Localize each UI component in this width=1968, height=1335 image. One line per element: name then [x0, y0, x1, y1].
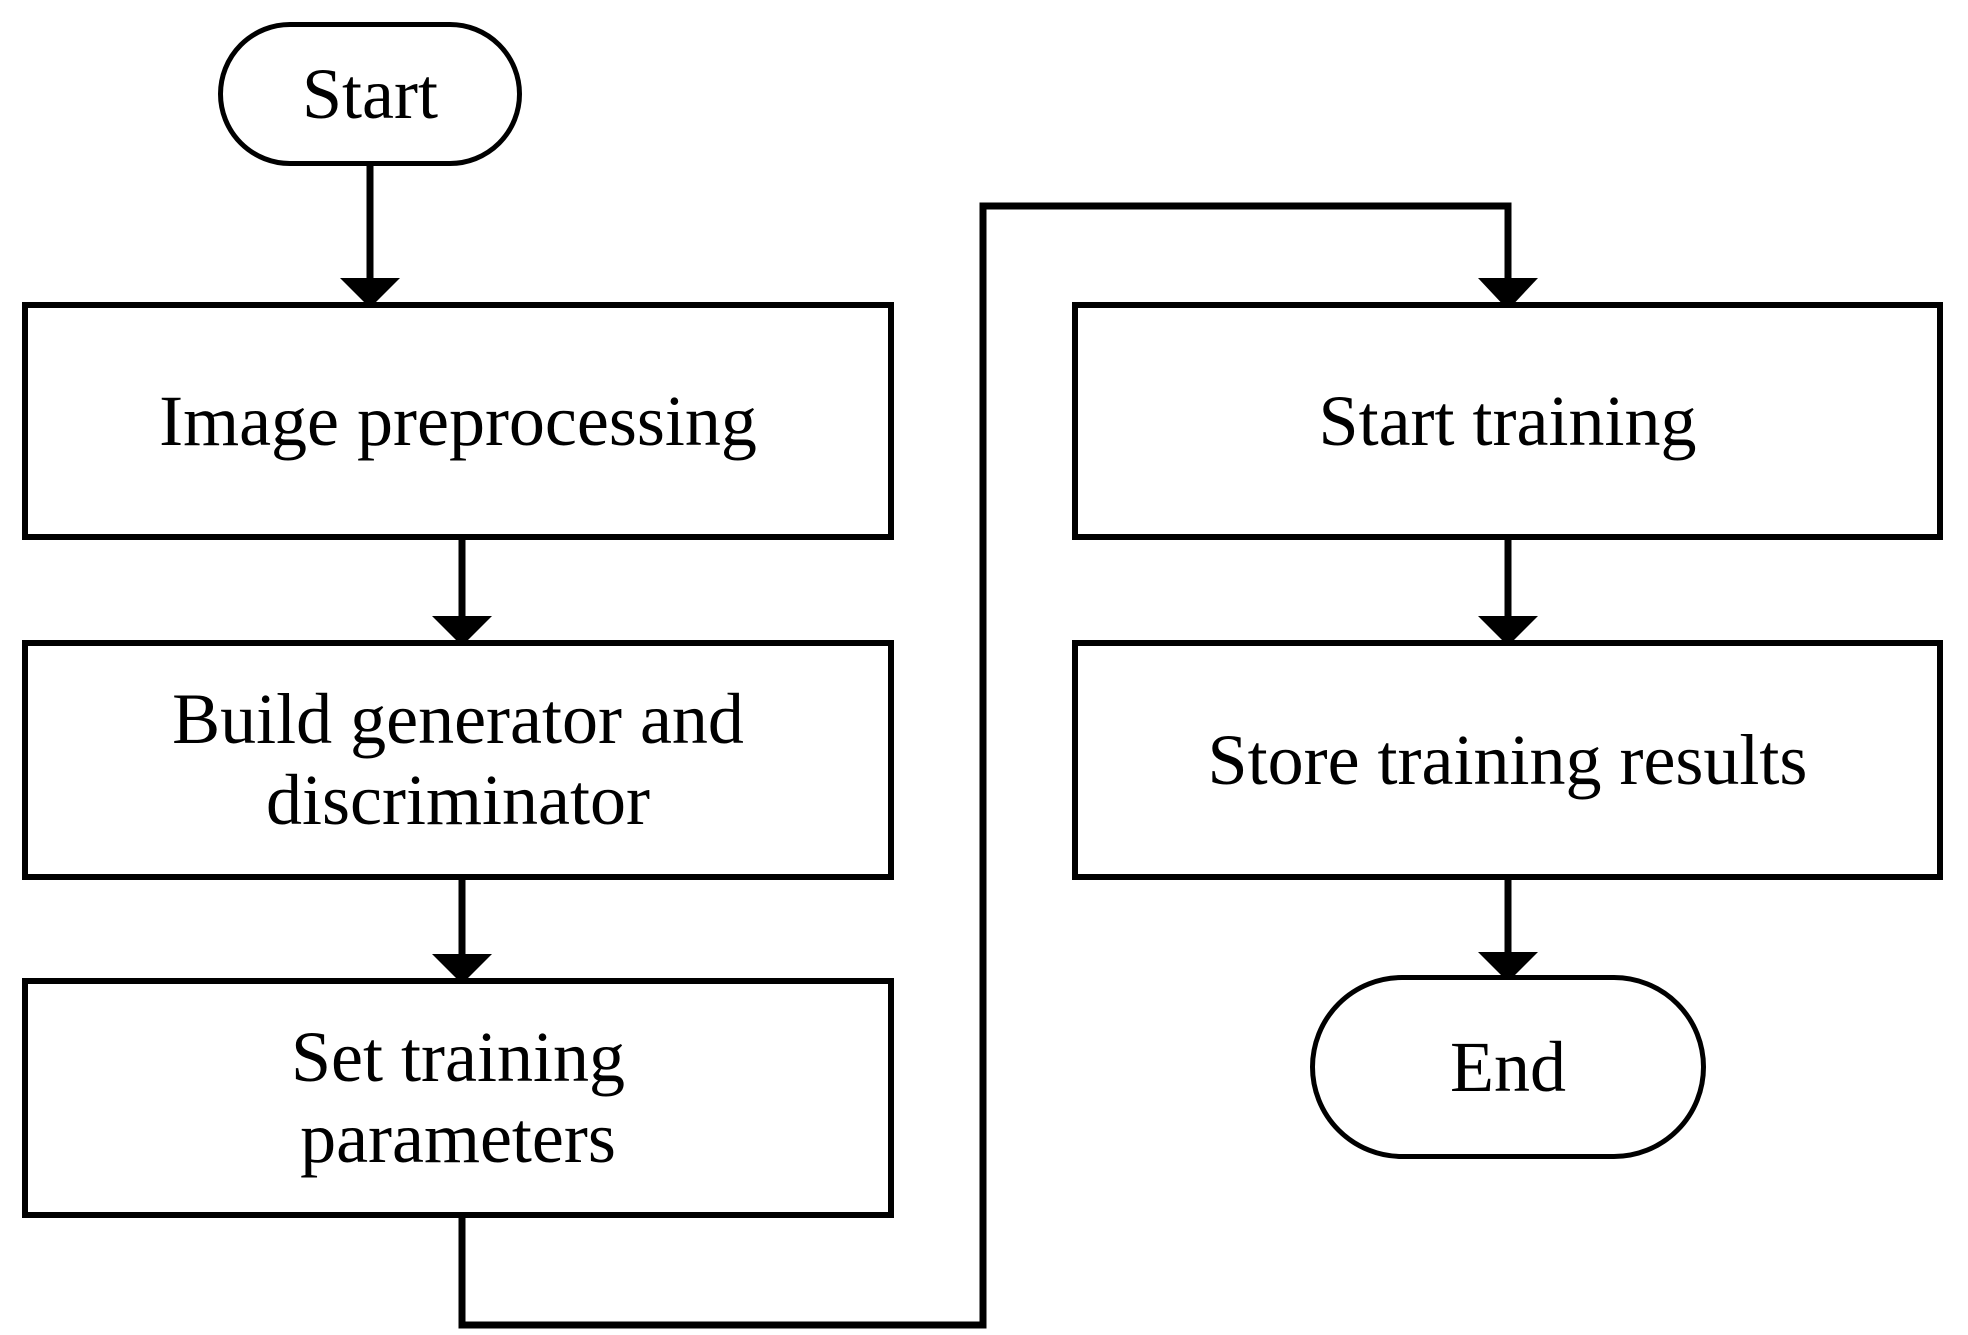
node-set-training-parameters-label: Set training parameters: [291, 1017, 625, 1178]
node-image-preprocessing[interactable]: Image preprocessing: [22, 302, 894, 540]
node-build-generator-and-discriminator-label: Build generator and discriminator: [172, 679, 744, 840]
node-set-training-parameters[interactable]: Set training parameters: [22, 978, 894, 1218]
edge-build-models-to-set-params: [432, 880, 492, 984]
node-end[interactable]: End: [1310, 975, 1706, 1159]
node-image-preprocessing-label: Image preprocessing: [159, 380, 757, 461]
edge-image-preprocessing-to-build-models: [432, 540, 492, 646]
node-start[interactable]: Start: [218, 22, 522, 166]
edge-start-to-image-preprocessing: [340, 166, 400, 308]
node-end-label: End: [1450, 1026, 1566, 1107]
edge-store-results-to-end: [1478, 880, 1538, 982]
node-start-training[interactable]: Start training: [1072, 302, 1943, 540]
node-store-training-results-label: Store training results: [1207, 719, 1808, 800]
node-store-training-results[interactable]: Store training results: [1072, 640, 1943, 880]
edge-start-training-to-store-results: [1478, 540, 1538, 646]
node-start-label: Start: [302, 53, 438, 134]
node-start-training-label: Start training: [1318, 380, 1697, 461]
node-build-generator-and-discriminator[interactable]: Build generator and discriminator: [22, 640, 894, 880]
